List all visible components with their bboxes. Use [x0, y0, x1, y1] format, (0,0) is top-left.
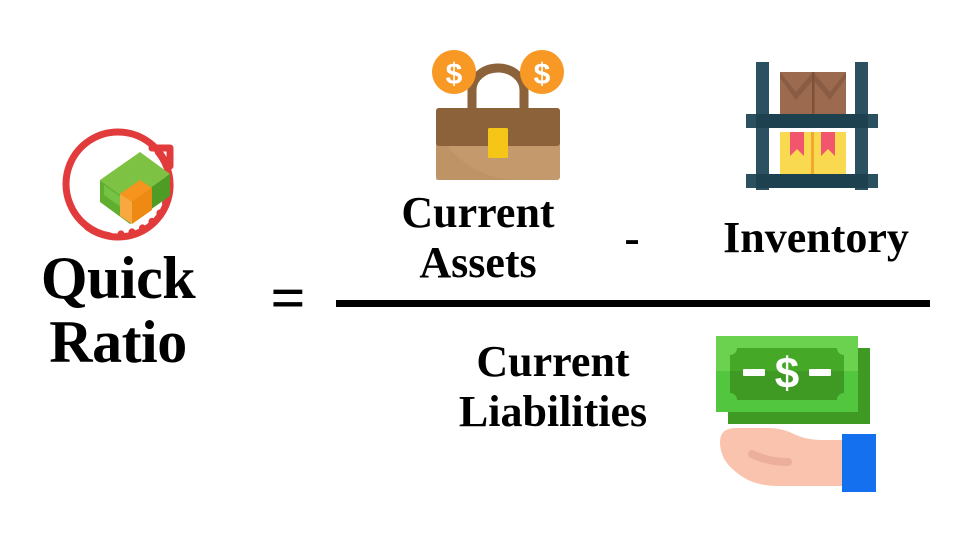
numerator-line-1: Current	[401, 188, 555, 237]
svg-text:$: $	[534, 58, 551, 91]
numerator-inventory-label: Inventory	[723, 213, 909, 262]
svg-text:$: $	[775, 349, 799, 398]
numerator-current-assets-label: Current Assets	[372, 188, 584, 288]
numerator-line-2: Assets	[419, 238, 537, 287]
formula-name-line-1: Quick	[40, 245, 196, 311]
formula-name-label: Quick Ratio	[0, 246, 236, 374]
fraction-bar	[336, 300, 930, 307]
denominator-line-2: Liabilities	[458, 387, 648, 436]
cash-in-hand-icon: $	[706, 326, 882, 494]
money-roll-icon	[48, 118, 188, 250]
denominator-line-1: Current	[476, 337, 630, 386]
svg-text:$: $	[446, 58, 463, 91]
equals-sign: =	[270, 265, 306, 333]
briefcase-with-coins-icon: $ $	[430, 42, 566, 182]
inventory-shelf-icon	[744, 56, 880, 196]
denominator-current-liabilities-label: Current Liabilities	[400, 337, 706, 437]
formula-name-line-2: Ratio	[49, 309, 187, 375]
minus-sign: -	[624, 212, 640, 263]
